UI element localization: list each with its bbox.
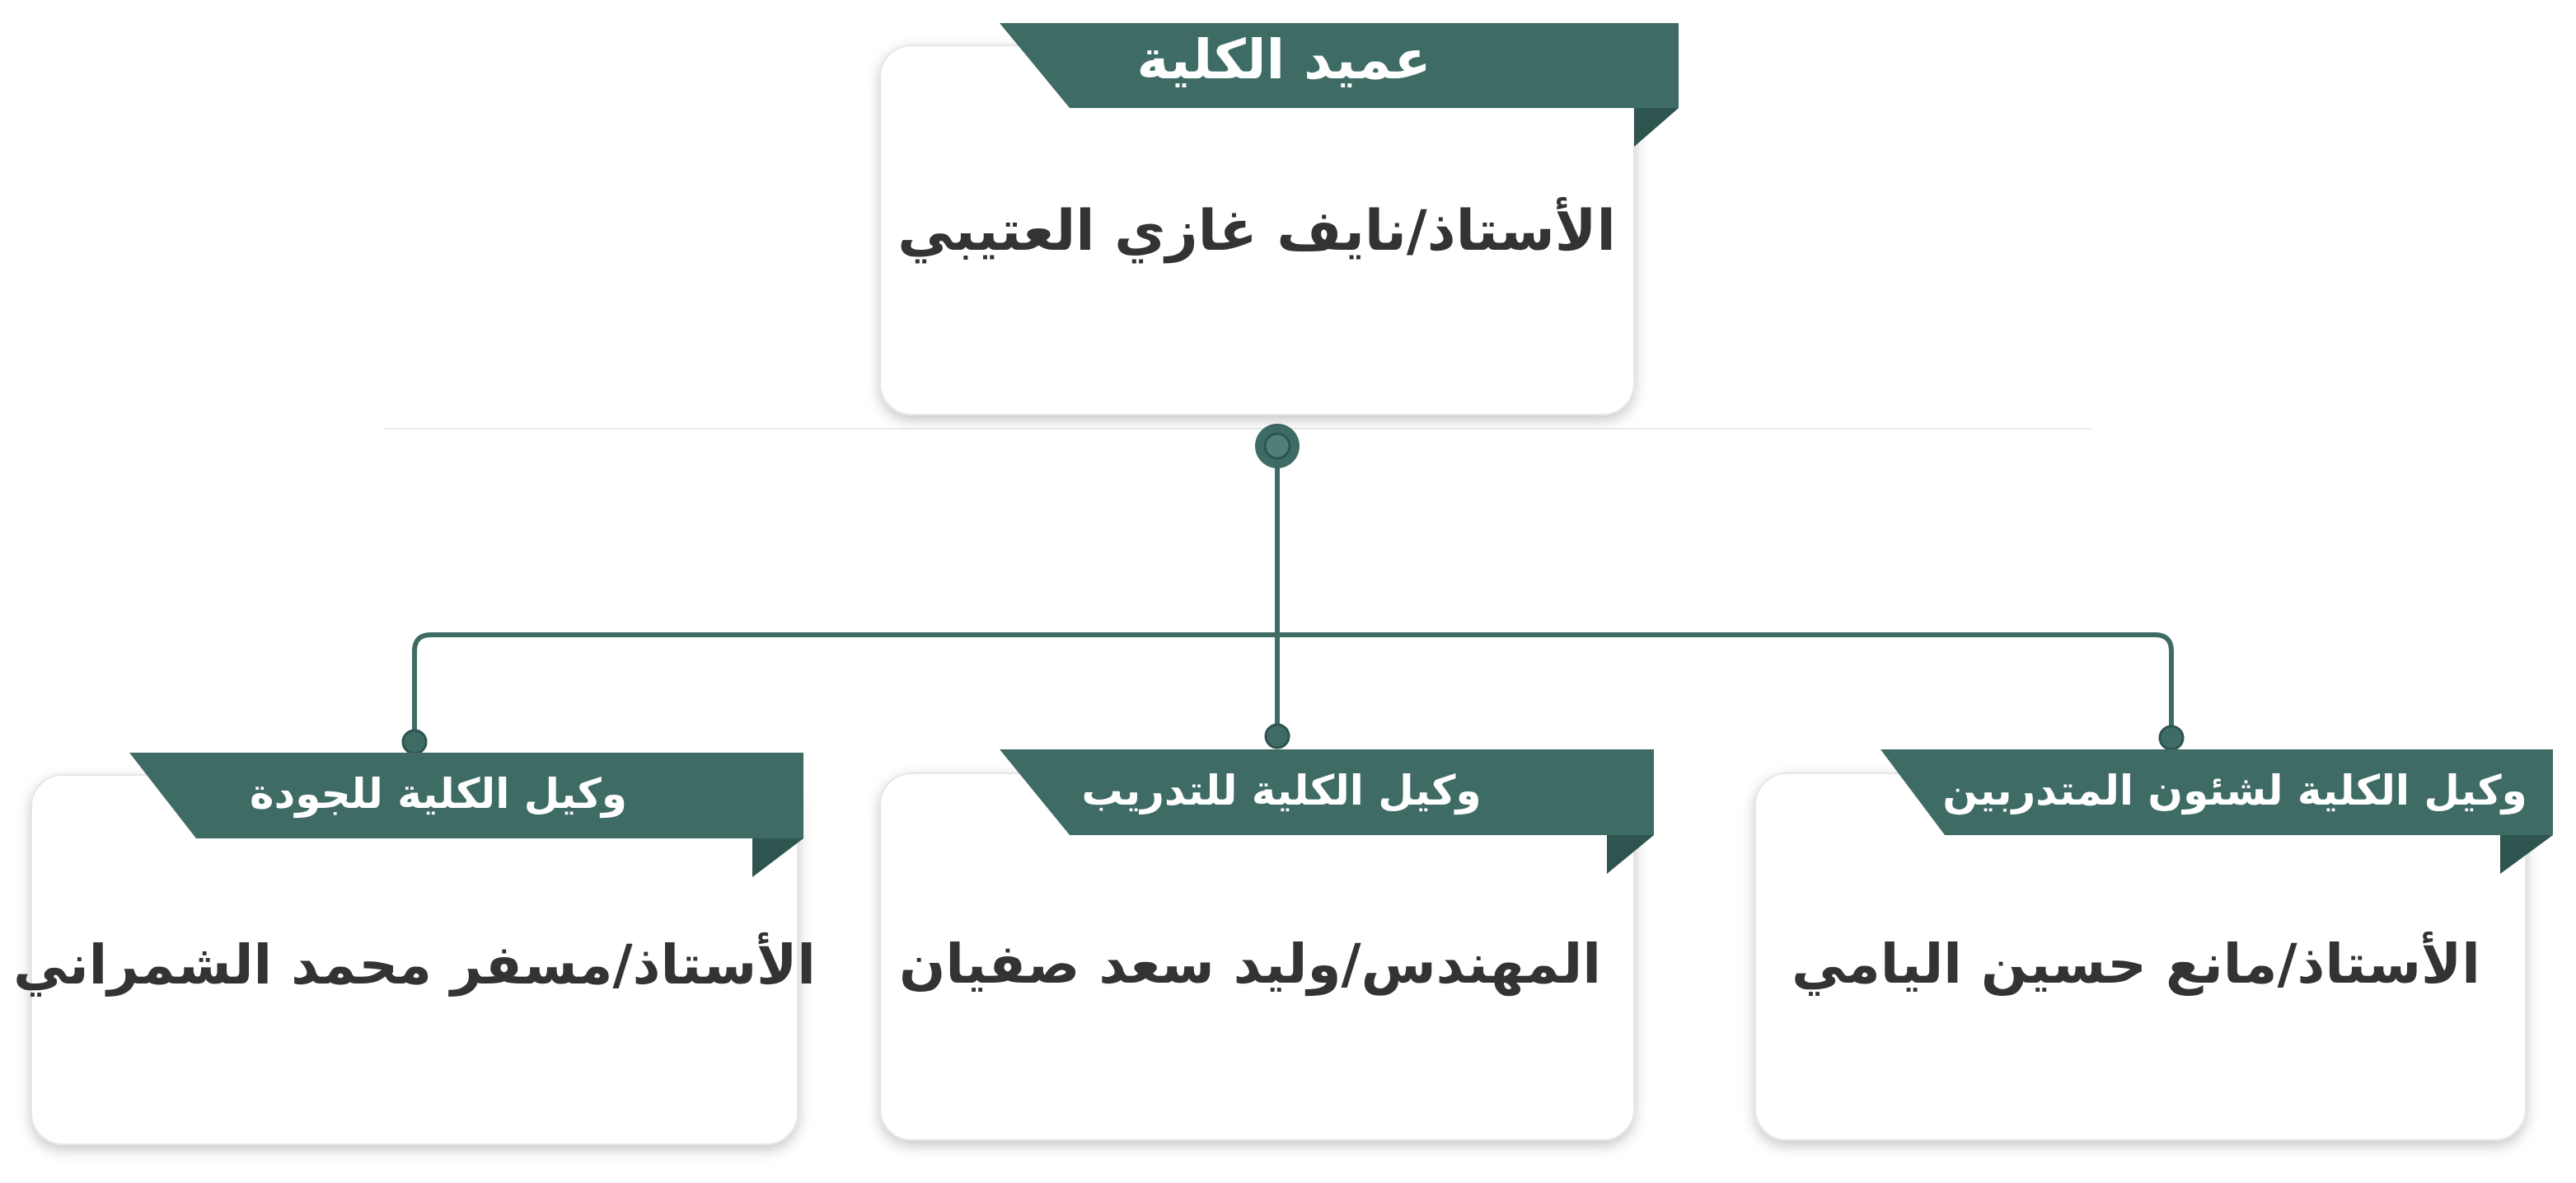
child-banner-fold bbox=[752, 838, 803, 877]
root-banner-fold bbox=[1634, 108, 1679, 147]
connector-horizontal bbox=[412, 632, 2174, 740]
child-banner-fold bbox=[1607, 835, 1654, 874]
child-title: وكيل الكلية للجودة bbox=[250, 770, 627, 819]
connector-dot-middle bbox=[1264, 723, 1290, 749]
child-card-students-affairs: وكيل الكلية لشئون المتدربين الأستاذ/مانع… bbox=[1754, 749, 2553, 1141]
root-name: الأستاذ/نايف غازي العتيبي bbox=[897, 196, 1616, 264]
child-title-banner bbox=[129, 753, 803, 838]
connectors bbox=[401, 424, 2185, 755]
child-name: الأستاذ/مسفر محمد الشمراني bbox=[13, 932, 816, 997]
child-title: وكيل الكلية للتدريب bbox=[1081, 767, 1481, 815]
child-card-quality: وكيل الكلية للجودة الأستاذ/مسفر محمد الش… bbox=[13, 753, 816, 1145]
connector-dot-right bbox=[2158, 725, 2185, 751]
child-name: الأستاذ/مانع حسين اليامي bbox=[1791, 931, 2480, 996]
root-title: عميد الكلية bbox=[1136, 28, 1431, 92]
child-banner-fold bbox=[2500, 835, 2553, 874]
root-card: عميد الكلية الأستاذ/نايف غازي العتيبي bbox=[879, 23, 1679, 415]
child-card-training: وكيل الكلية للتدريب المهندس/وليد سعد صفي… bbox=[879, 749, 1654, 1141]
root-title-banner bbox=[1000, 23, 1679, 108]
child-name: المهندس/وليد سعد صفيان bbox=[899, 932, 1601, 997]
hub-node-inner bbox=[1263, 432, 1291, 460]
connector-dot-left bbox=[401, 729, 428, 755]
child-title-banner bbox=[1000, 749, 1654, 835]
child-title: وكيل الكلية لشئون المتدربين bbox=[1942, 767, 2527, 815]
child-title-banner bbox=[1880, 749, 2553, 835]
